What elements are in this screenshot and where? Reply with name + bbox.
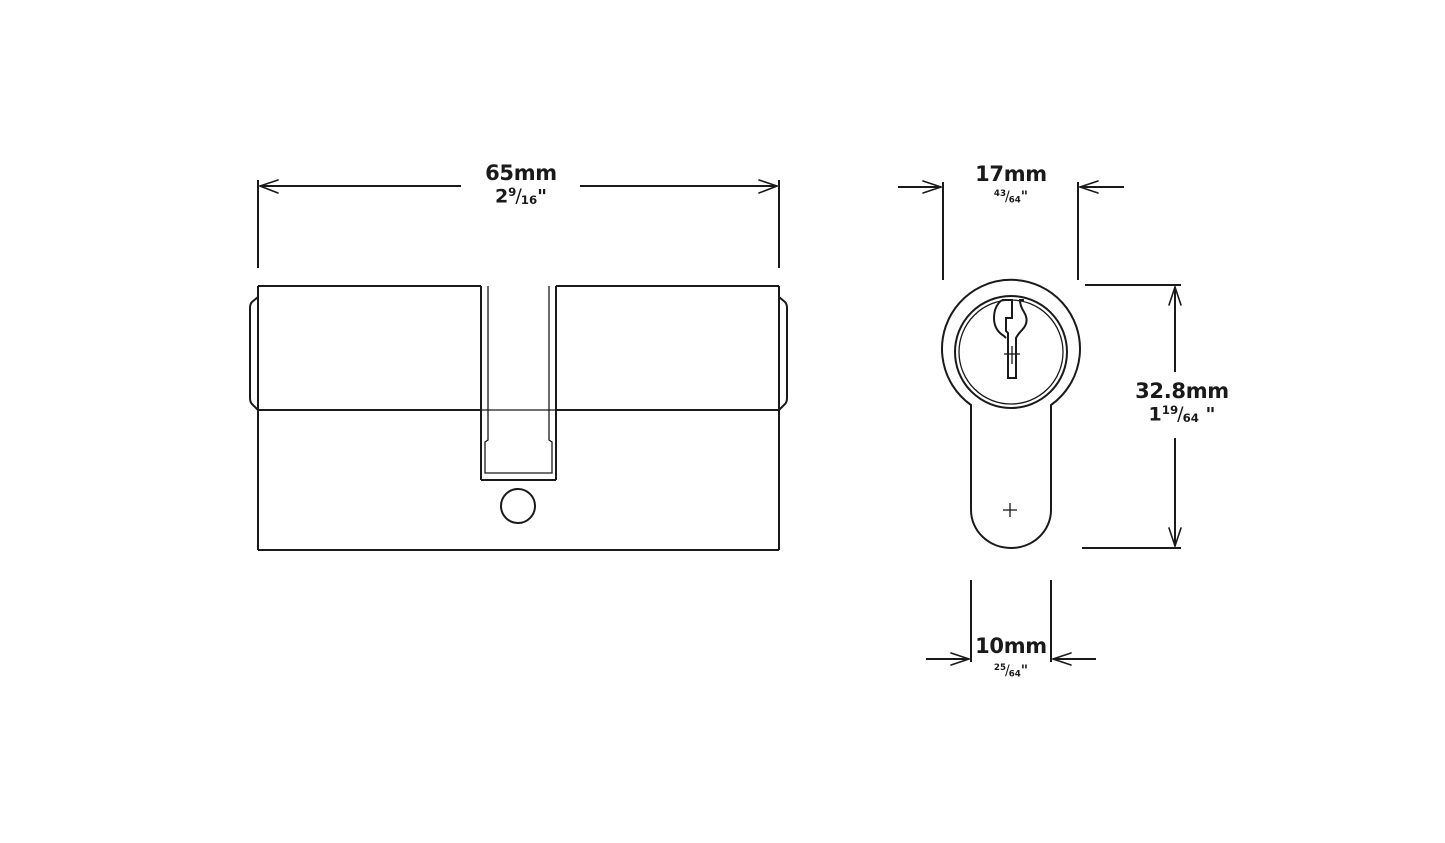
arrow-up-icon: [1168, 284, 1182, 306]
height-mm: 32.8mm: [1135, 379, 1229, 403]
height-inch: 119/64 ": [1148, 403, 1216, 426]
plug-ring-outer: [954, 295, 1068, 409]
arrow-left-icon: [1077, 180, 1099, 194]
side-view: [249, 179, 788, 551]
cam-slot: [480, 286, 557, 481]
height-dimension-line: [1082, 284, 1182, 549]
width-dimension-line: [898, 180, 1124, 280]
length-inch: 29/16": [494, 185, 548, 208]
right-plug-cap: [778, 296, 788, 411]
width-inch: 43/64": [993, 189, 1029, 206]
width-label: 17mm 43/64": [955, 164, 1067, 205]
cam-width-dimension-line: [926, 580, 1096, 666]
length-dimension-line: [257, 179, 780, 268]
cam-width-label: 10mm 25/64": [956, 636, 1066, 679]
height-label: 32.8mm 119/64 ": [1120, 381, 1244, 425]
fixing-screw-hole: [500, 488, 536, 524]
crosshair-icon: [1003, 503, 1017, 517]
cylinder-body-upper: [249, 285, 788, 550]
keyway-icon: [1002, 299, 1028, 379]
arrow-left-icon: [1050, 652, 1072, 666]
length-mm: 65mm: [485, 161, 557, 185]
arrow-left-icon: [257, 179, 279, 194]
cam-width-inch: 25/64": [993, 663, 1029, 680]
arrow-right-icon: [758, 179, 780, 194]
left-plug-cap: [249, 296, 259, 411]
cam-width-mm: 10mm: [975, 634, 1047, 658]
arrow-right-icon: [922, 180, 944, 194]
length-label: 65mm 29/16": [465, 163, 577, 207]
arrow-down-icon: [1168, 527, 1182, 549]
euro-profile-outline: [941, 278, 1081, 549]
width-mm: 17mm: [975, 162, 1047, 186]
front-view: [898, 180, 1182, 666]
arrow-right-icon: [950, 652, 972, 666]
